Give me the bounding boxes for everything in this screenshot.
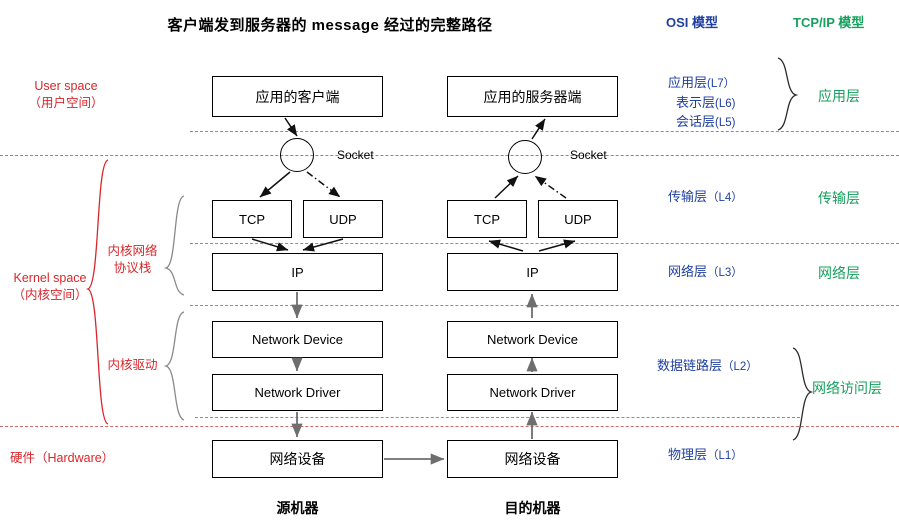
arrow-dest-udp-to-socket (534, 175, 567, 199)
osi-layer-l2: 数据链路层（L2） (657, 357, 758, 375)
osi-layer-l3-name: 网络层 (668, 264, 708, 279)
label-user-space: User space （用户空间） (6, 78, 126, 112)
label-kernel-driver-text: 内核驱动 (107, 358, 158, 372)
osi-layer-l1: 物理层（L1） (668, 446, 743, 464)
osi-layer-l2-level: （L2） (722, 361, 758, 373)
divider-kernel-hardware (0, 426, 899, 427)
dest-hardware-device-box: 网络设备 (447, 440, 618, 478)
dest-app-server-box: 应用的服务器端 (447, 76, 618, 117)
osi-layer-l7-level: (L7） (707, 78, 736, 90)
osi-layer-l3-level: （L3） (707, 267, 743, 279)
tcpip-layer-transport: 传输层 (818, 190, 860, 206)
osi-layer-l1-level: （L1） (707, 450, 743, 462)
source-socket-label: Socket (337, 148, 374, 162)
page-title: 客户端发到服务器的 message 经过的完整路径 (167, 17, 493, 34)
dest-network-device-box: Network Device (447, 321, 618, 358)
source-network-driver-box: Network Driver (212, 374, 383, 411)
source-machine-caption: 源机器 (276, 500, 319, 516)
divider-transport-network (190, 243, 899, 244)
source-network-device-box: Network Device (212, 321, 383, 358)
source-hardware-device-box: 网络设备 (212, 440, 383, 478)
label-kernel-space-en: Kernel space (13, 271, 87, 285)
source-ip-box: IP (212, 253, 383, 291)
dest-machine-caption: 目的机器 (504, 500, 561, 516)
label-kernel-space-cn: （内核空间） (12, 287, 88, 302)
osi-layer-l4: 传输层（L4） (668, 188, 743, 206)
osi-layer-l5-name: 会话层 (676, 114, 716, 129)
tcpip-layer-application: 应用层 (818, 88, 860, 104)
osi-layer-l6: 表示层(L6) (676, 94, 735, 112)
dest-ip-box: IP (447, 253, 618, 291)
osi-layer-l1-name: 物理层 (668, 447, 708, 462)
osi-layer-l4-name: 传输层 (668, 189, 708, 204)
arrow-source-app-to-socket (284, 117, 298, 137)
osi-layer-l5: 会话层(L5) (676, 113, 735, 131)
osi-layer-l2-name: 数据链路层 (657, 358, 723, 373)
osi-layer-l7: 应用层(L7） (668, 74, 735, 92)
tcpip-model-header: TCP/IP 模型 (793, 15, 865, 30)
label-user-space-cn: （用户空间） (28, 95, 104, 110)
dest-socket-circle (508, 140, 542, 174)
dest-socket-label: Socket (570, 148, 607, 162)
divider-user-kernel-blue (190, 131, 899, 132)
osi-layer-l7-name: 应用层 (668, 75, 708, 90)
divider-network-datalink (190, 305, 899, 306)
osi-layer-l6-name: 表示层 (676, 95, 716, 110)
osi-layer-l3: 网络层（L3） (668, 263, 743, 281)
label-kernel-network-stack: 内核网络 协议栈 (95, 243, 170, 277)
arrow-source-socket-to-tcp (259, 171, 291, 198)
brace-tcpip-application (777, 57, 799, 131)
dest-tcp-box: TCP (447, 200, 527, 238)
label-kernel-network-stack-line1: 内核网络 (107, 244, 158, 258)
source-tcp-box: TCP (212, 200, 292, 238)
source-socket-circle (280, 138, 314, 172)
arrow-source-tcp-to-ip (251, 238, 289, 252)
divider-datalink-physical (195, 417, 800, 418)
label-user-space-en: User space (34, 79, 98, 93)
arrow-dest-tcp-to-socket (494, 175, 519, 199)
tcpip-layer-network-access: 网络访问层 (812, 380, 882, 396)
divider-user-kernel-red (0, 155, 899, 156)
osi-model-header: OSI 模型 (666, 15, 719, 30)
arrow-source-socket-to-udp (306, 171, 341, 198)
tcpip-layer-network: 网络层 (818, 265, 860, 281)
dest-network-driver-box: Network Driver (447, 374, 618, 411)
arrow-dest-socket-to-app (531, 118, 546, 140)
arrow-source-udp-to-ip (302, 238, 344, 252)
osi-layer-l6-level: (L6) (715, 98, 736, 110)
label-kernel-driver: 内核驱动 (95, 357, 170, 374)
label-kernel-space: Kernel space （内核空间） (0, 270, 100, 304)
osi-layer-l4-level: （L4） (707, 192, 743, 204)
label-hardware: 硬件（Hardware） (10, 451, 115, 465)
dest-udp-box: UDP (538, 200, 618, 238)
label-kernel-network-stack-line2: 协议栈 (113, 260, 152, 275)
source-app-client-box: 应用的客户端 (212, 76, 383, 117)
osi-layer-l5-level: (L5) (715, 117, 736, 129)
source-udp-box: UDP (303, 200, 383, 238)
